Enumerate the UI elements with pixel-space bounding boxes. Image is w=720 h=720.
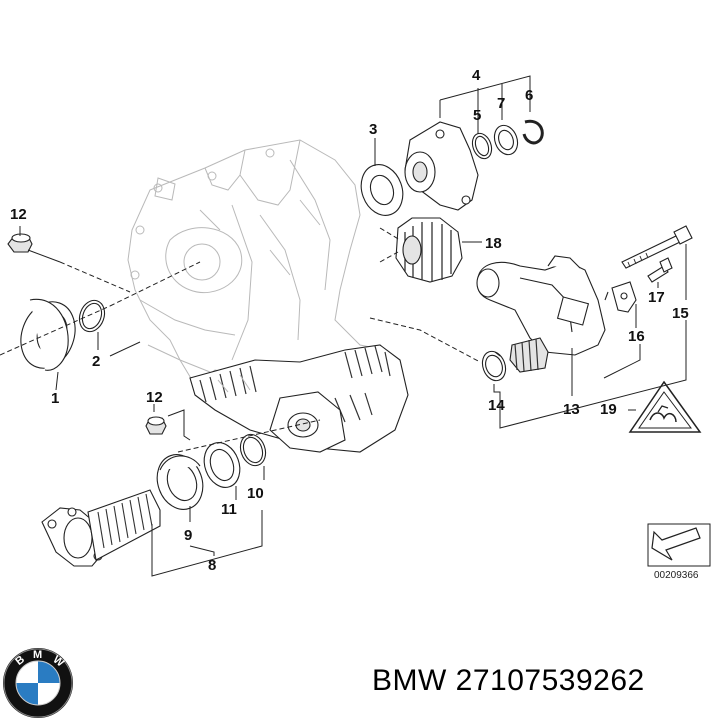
callout-11: 11 [221,501,237,518]
callout-7: 7 [497,95,505,112]
part-19-warning-label [628,380,702,433]
callout-1: 1 [51,390,59,407]
callout-19: 19 [600,401,617,418]
part-12-plug-upper [7,233,33,253]
callout-12-upper: 12 [10,206,27,223]
part-14-oring [481,350,507,382]
part-6-circlip [522,119,544,145]
part-18-gear [395,217,463,283]
callout-15: 15 [672,305,689,322]
callout-2: 2 [92,353,100,370]
callout-4: 4 [472,67,481,84]
callout-6: 6 [525,87,533,104]
caption-part-number: 27107539262 [455,664,645,697]
callout-12-lower: 12 [146,389,163,406]
callout-17: 17 [648,289,665,306]
caption-brand: BMW [372,664,447,697]
part-number-caption: BMW 27107539262 [372,664,645,698]
callout-16: 16 [628,328,645,345]
part-16-bracket [604,281,637,313]
leader-lines [0,75,687,577]
part-9-seal [156,454,204,510]
part-12-plug-lower [145,416,167,435]
part-2-oring [78,299,106,333]
callout-3: 3 [369,121,377,138]
part-4-flange [404,121,479,211]
part-15-bolt [621,225,693,269]
part-5-oring [471,132,493,160]
callout-9: 9 [184,527,192,544]
part-3-seal [360,164,404,216]
svg-text:M: M [33,649,42,661]
part-1-seal [20,298,76,371]
callout-labels: 4 5 7 6 3 18 12 1 2 17 15 16 14 13 19 12… [10,67,689,574]
callout-5: 5 [473,107,481,124]
callout-8: 8 [208,557,216,574]
callout-13: 13 [563,401,580,418]
callout-18: 18 [485,235,502,252]
part-10-oring [239,433,267,467]
gear-housing-lower [189,344,409,453]
part-7-ring [493,124,519,156]
callout-10: 10 [247,485,264,502]
reference-code: 00209366 [654,570,699,581]
part-11-ring [203,442,241,488]
diagram-reference-box: 00209366 [647,523,711,581]
callout-14: 14 [488,397,505,414]
bmw-logo: B M W [3,648,73,718]
part-13-actuator [476,255,606,373]
view-direction-arrow-icon [651,527,701,561]
part-8-output-flange [41,489,161,567]
part-17-bolt [647,257,673,283]
